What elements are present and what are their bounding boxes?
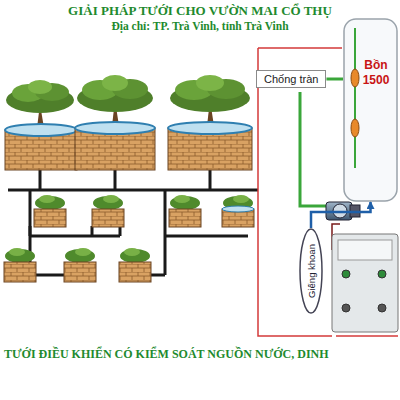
borehole-well: Giếng khoan: [299, 228, 323, 314]
address-label: Địa chỉ: TP. Trà Vinh, tỉnh Trà Vinh: [0, 20, 400, 32]
overflow-sensor-box: Chống tràn: [256, 70, 326, 88]
control-box: [332, 234, 398, 332]
water-tank: Bồn 1500: [343, 18, 398, 202]
pipe-connector: [311, 202, 371, 228]
well-label: Giếng khoan: [306, 244, 317, 298]
diagram-title: GIẢI PHÁP TƯỚI CHO VƯỜN MAI CỔ THỤ: [0, 3, 400, 19]
box-label: Chống tràn: [264, 73, 318, 85]
tank-outline: [343, 18, 398, 202]
big-trees: [5, 75, 252, 170]
pipe-network: [8, 168, 258, 275]
tank-label: Bồn 1500: [343, 58, 398, 88]
small-trees: [4, 195, 254, 282]
diagram-caption: TƯỚI ĐIỀU KHIỂN CÓ KIỂM SOÁT NGUỒN NƯỚC,…: [4, 347, 329, 362]
pipe-connector: [326, 78, 343, 81]
